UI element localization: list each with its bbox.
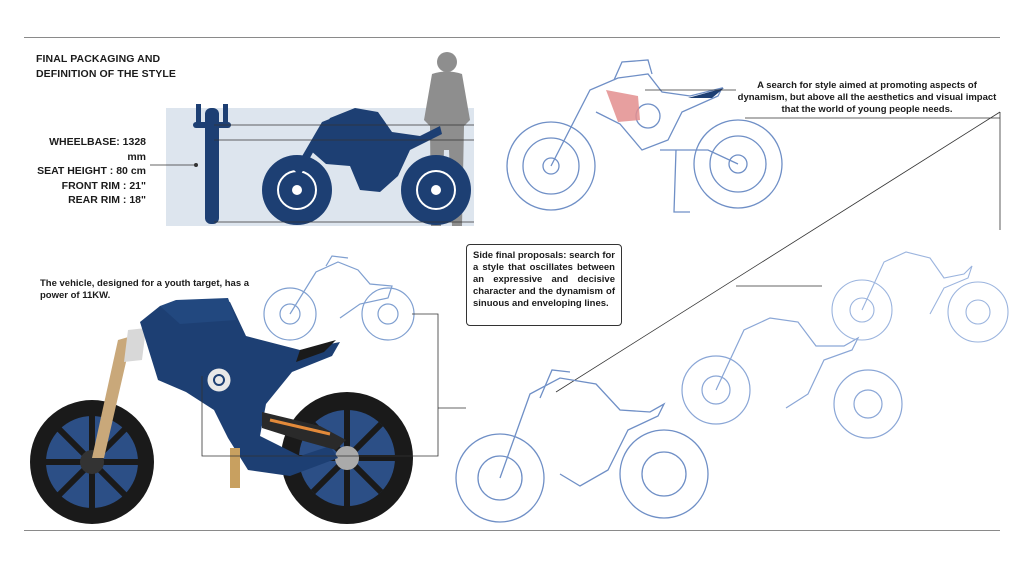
top-right-sketch [506, 59, 783, 213]
spec-list: WHEELBASE: 1328 mm SEAT HEIGHT : 80 cm F… [28, 135, 146, 208]
spec-seat-height: SEAT HEIGHT : 80 cm [37, 165, 146, 177]
front-view-bike [193, 104, 231, 224]
bottom-sketch-mid [681, 317, 903, 439]
rendered-bike [30, 298, 413, 524]
spec-front-rim: FRONT RIM : 21" [61, 179, 146, 192]
page-title: FINAL PACKAGING AND DEFINITION OF THE ST… [36, 52, 206, 82]
style-search-note: A search for style aimed at promoting as… [737, 80, 997, 115]
mid-left-sketch [263, 255, 415, 341]
title-line-1: FINAL PACKAGING AND [36, 53, 161, 65]
vehicle-power-note: The vehicle, designed for a youth target… [40, 278, 250, 301]
spec-wheelbase: WHEELBASE: 1328 mm [49, 136, 146, 163]
brand-logo-badge-icon [204, 365, 234, 395]
bottom-sketch-small [831, 251, 1009, 343]
bottom-divider [24, 530, 1000, 531]
bottom-sketch-large [455, 369, 709, 523]
side-view-bike [262, 108, 471, 225]
side-proposals-callout: Side final proposals: search for a style… [466, 244, 622, 326]
top-divider [24, 37, 1000, 38]
packaging-panel [150, 52, 474, 226]
spec-rear-rim: REAR RIM : 18" [68, 194, 146, 206]
title-line-2: DEFINITION OF THE STYLE [36, 68, 176, 80]
